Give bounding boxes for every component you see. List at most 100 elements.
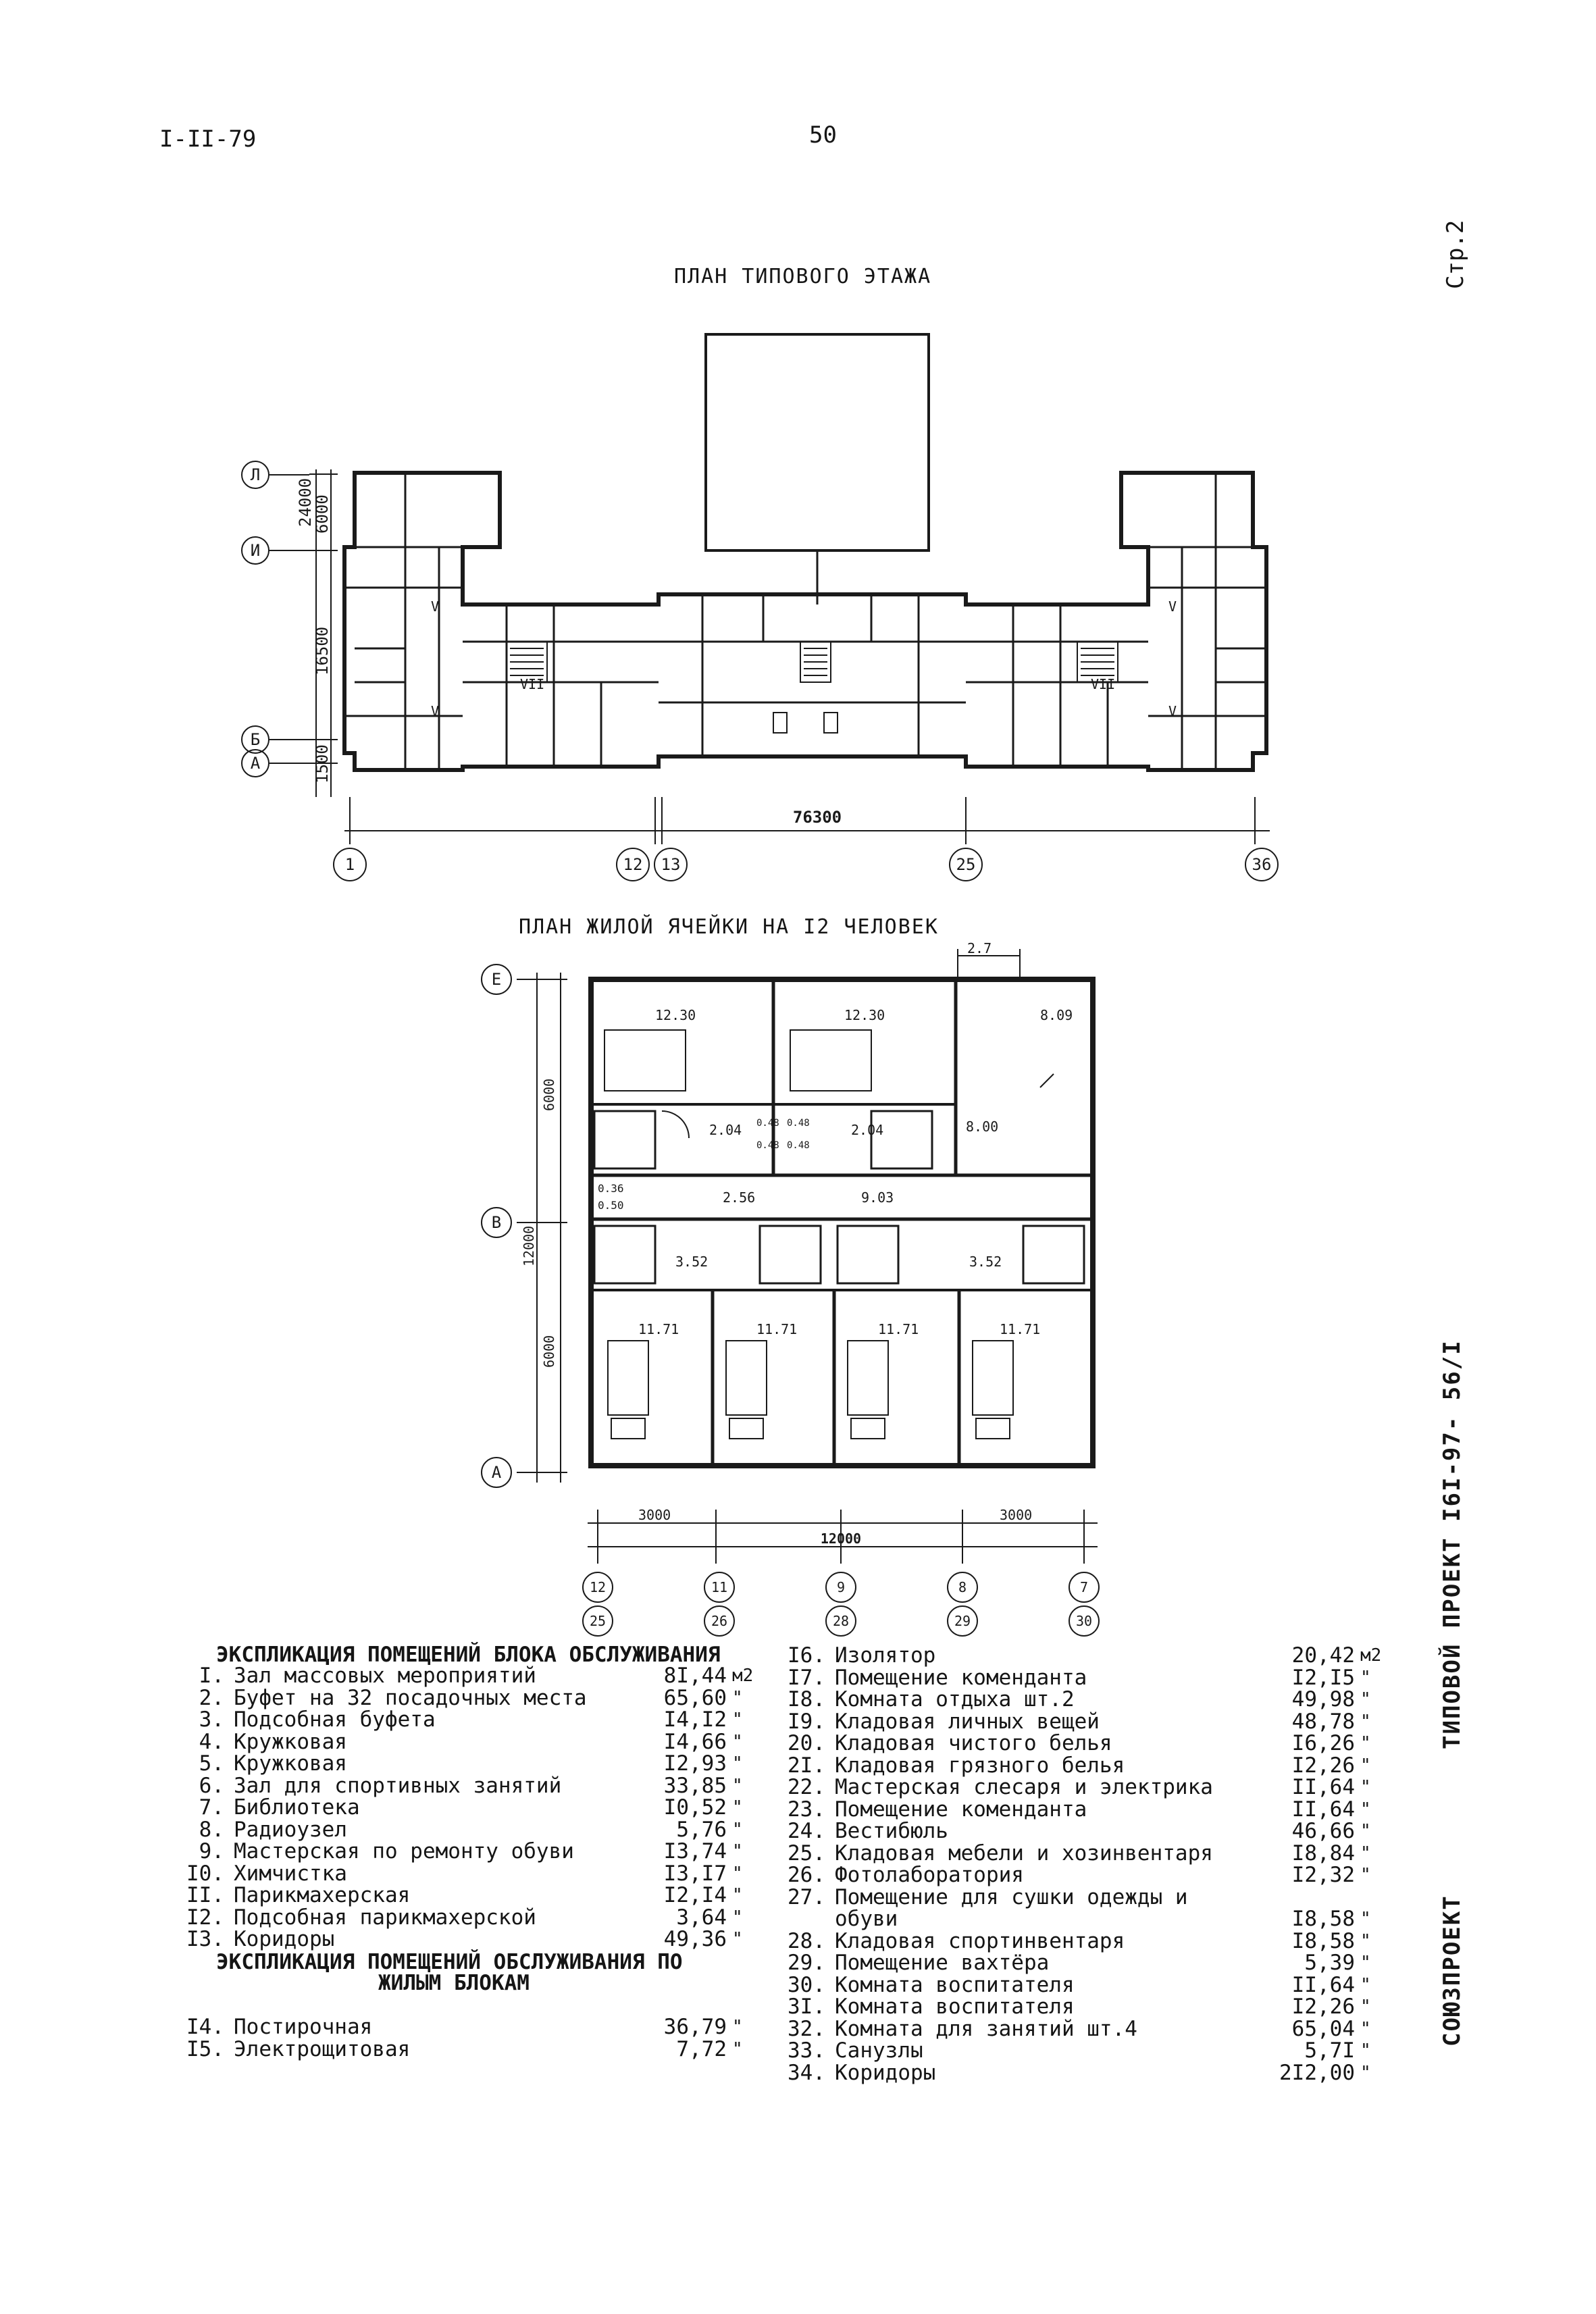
cell-overall-dim: 12000 [821,1531,861,1547]
living-cell-plan: Е В А 6000 12000 6000 2.7 3000 3000 1200… [481,942,1100,1637]
floor-dim-2: 6000 [313,494,332,534]
cell-dim-2: 12000 [521,1226,537,1266]
cell-room-label: 0.48 [756,1118,779,1129]
cell-dim-1: 6000 [541,1079,557,1111]
cell-top-dim: 2.7 [967,942,992,956]
floor-dim-4: 1500 [313,744,332,783]
cell-axis-col-4: 8 [958,1579,967,1595]
cell-axis-row-2: В [492,1213,501,1232]
cell-room-label: 3.52 [675,1254,708,1270]
cell-room-label: 11.71 [756,1321,797,1337]
sheet-label: Стр.2 [1442,220,1469,289]
stamp-label: СОЮЗПРОЕКТ [1439,1895,1466,2047]
floor-axis-row-3: Б [251,730,260,749]
cell-axis-col-2: 11 [711,1579,727,1595]
cell-axis-row-3: А [492,1463,502,1482]
explication-title-2b: ЖИЛЫМ БЛОКАМ [378,1971,530,1995]
floor-axis-col-1: 1 [345,855,355,874]
cell-room-label: 0.50 [598,1199,624,1212]
floor-mark-1: V [431,598,439,615]
typical-floor-plan: Л И Б А 24000 6000 16500 1500 76300 1 12… [241,333,1279,881]
cell-room-label: 0.48 [787,1118,810,1129]
floor-axis-col-2: 12 [623,855,643,874]
document-code: I-II-79 [159,126,257,153]
cell-room-label: 8.09 [1040,1007,1073,1023]
cell-axis-row-1: Е [492,970,501,989]
cell-bottom-dim-1: 3000 [638,1507,671,1523]
floor-axis-row-2: И [251,541,260,560]
cell-room-label: 8.00 [966,1119,998,1135]
cell-room-label: 0.36 [598,1182,624,1195]
cell-room-label: 2.04 [709,1122,742,1138]
cell-room-label: 11.71 [878,1321,919,1337]
floor-overall-dim: 76300 [793,808,842,827]
cell-room-label: 12.30 [655,1007,696,1023]
cell-room-label: 12.30 [844,1007,885,1023]
floor-plan-title: ПЛАН ТИПОВОГО ЭТАЖА [674,265,932,288]
cell-axis-col-6: 25 [590,1613,606,1629]
floor-mark-6: V [1168,703,1177,719]
floor-axis-row-1: Л [251,465,260,484]
cell-axis-col-10: 30 [1076,1613,1092,1629]
floor-axis-col-4: 25 [956,855,976,874]
cell-room-label: 3.52 [969,1254,1002,1270]
list-item: 27.Помещение для сушки одежды и [788,1884,1188,1909]
floor-mark-4: V [1168,598,1177,615]
cell-room-label: 2.04 [851,1122,883,1138]
floor-dim-1: 24000 [296,478,315,527]
explication-title-1: ЭКСПЛИКАЦИЯ ПОМЕЩЕНИЙ БЛОКА ОБСЛУЖИВАНИЯ [216,1643,721,1667]
cell-bottom-dim-2: 3000 [1000,1507,1032,1523]
cell-room-label: 11.71 [1000,1321,1040,1337]
cell-plan-title: ПЛАН ЖИЛОЙ ЯЧЕЙКИ НА I2 ЧЕЛОВЕК [519,915,939,939]
floor-mark-5: VII [1091,676,1115,692]
cell-room-label: 2.56 [723,1189,755,1206]
cell-axis-col-1: 12 [590,1579,606,1595]
cell-axis-col-9: 29 [954,1613,971,1629]
floor-dim-3: 16500 [313,627,332,675]
explication-title-2: ЭКСПЛИКАЦИЯ ПОМЕЩЕНИЙ ОБСЛУЖИВАНИЯ ПО [216,1950,683,1974]
floor-mark-3: V [431,703,439,719]
floor-mark-2: VII [520,676,544,692]
project-number: ТИПОВОЙ ПРОЕКТ I6I-97- 56/I [1439,1339,1466,1749]
cell-axis-col-5: 7 [1080,1579,1088,1595]
cell-axis-col-7: 26 [711,1613,727,1629]
floor-axis-col-3: 13 [661,855,681,874]
cell-axis-col-3: 9 [837,1579,845,1595]
cell-room-label: 0.48 [787,1140,810,1151]
page-number: 50 [809,122,837,149]
